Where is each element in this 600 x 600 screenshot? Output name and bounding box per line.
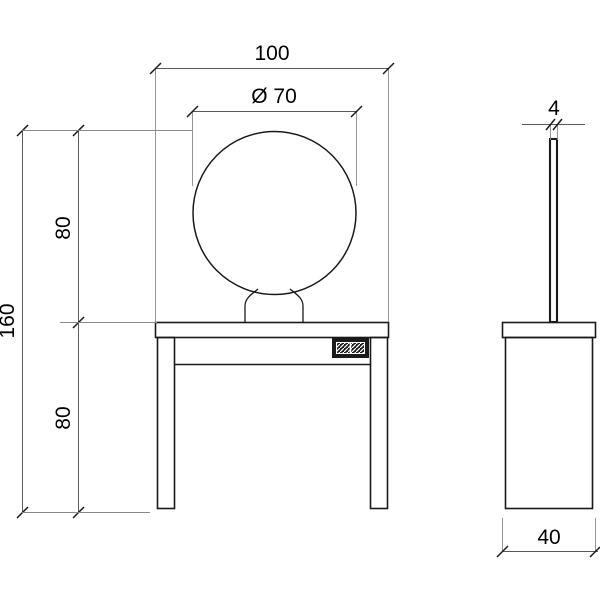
- dimension-label-table-height: 80: [52, 406, 75, 429]
- dimension-table-depth: 40: [496, 518, 600, 558]
- mirror-panel-edge: [548, 137, 559, 324]
- dimension-mirror-diameter: Ø 70: [186, 85, 363, 186]
- mirror-stem: [244, 288, 304, 322]
- dimension-table-height: 80: [52, 322, 85, 519]
- dimension-label-mirror-thickness: 4: [548, 97, 560, 120]
- dimension-label-overall-height: 160: [0, 303, 19, 338]
- round-mirror: [192, 130, 357, 296]
- dimension-label-table-depth: 40: [537, 526, 560, 549]
- table-leg-left: [156, 336, 176, 510]
- side-table-body: [504, 336, 594, 510]
- table-top: [154, 321, 390, 339]
- dimension-label-mirror-diameter: Ø 70: [251, 85, 297, 108]
- dimension-mirror-thickness: 4: [522, 97, 585, 140]
- dimension-label-mirror-height: 80: [52, 216, 75, 239]
- front-elevation-view: [154, 130, 390, 510]
- table-leg-right: [369, 336, 389, 510]
- dimension-overall-height: 160: [0, 124, 29, 519]
- side-table-top: [501, 321, 597, 339]
- drawer-handle-detail: [332, 338, 369, 358]
- dimension-overall-width: 100: [149, 42, 395, 322]
- vertical-dimension-extension-lines: [22, 130, 192, 513]
- side-elevation-view: [501, 137, 597, 510]
- dimension-mirror-height: 80: [52, 124, 85, 329]
- dimension-label-overall-width: 100: [254, 42, 289, 65]
